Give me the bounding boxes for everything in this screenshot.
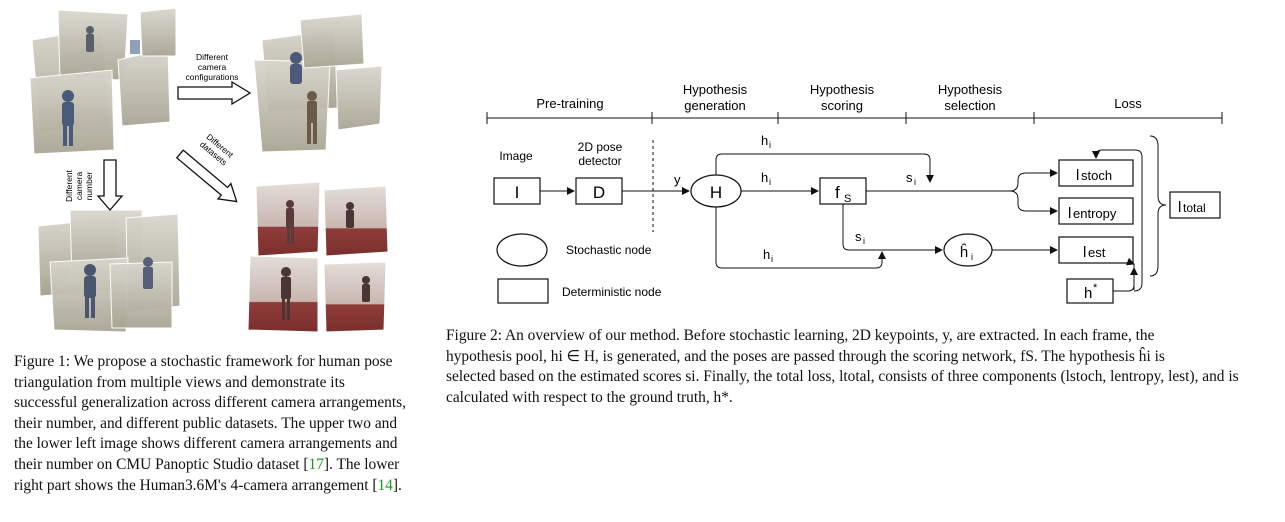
arrow-datasets: Different datasets (175, 132, 238, 203)
node-selected-hypothesis-label: ĥ (960, 243, 968, 261)
stage-pretraining: Pre-training (536, 96, 603, 111)
arrow-number: Different camera number (64, 159, 124, 211)
node-scoring-network-label: f (835, 183, 840, 202)
edge-label-hi-bottom-sub: i (771, 254, 773, 264)
node-loss-total-sub: total (1183, 201, 1206, 215)
edge-label-hi-mid: h (761, 170, 768, 185)
figure-1-caption-text-3: ]. (392, 476, 402, 494)
node-loss-entropy-sub: entropy (1073, 206, 1117, 221)
figure-2-caption: Figure 2: An overview of our method. Bef… (446, 326, 1276, 408)
edge-label-si-top-sub: i (914, 177, 916, 187)
node-ground-truth-sup: * (1093, 282, 1098, 294)
detector-label-2: detector (578, 154, 621, 168)
arrow-label-configurations-2: camera (198, 62, 227, 72)
legend-stochastic-label: Stochastic node (566, 243, 652, 257)
node-image-label: I (515, 183, 520, 202)
edge-label-hi-top: h (761, 133, 768, 148)
node-loss-stoch-sub: stoch (1081, 168, 1112, 183)
figure-1-caption-text-2: ]. The lower right part shows the Human3… (14, 455, 400, 494)
stage-selection-2: selection (944, 98, 995, 113)
figure-1-caption: Figure 1: We propose a stochastic framew… (14, 352, 410, 496)
node-loss-entropy-label: l (1068, 205, 1071, 222)
arrow-configurations: Different camera configurations (177, 52, 252, 106)
node-scoring-network-sub: S (844, 193, 851, 205)
node-loss-stoch (1058, 159, 1134, 187)
panoptic-views-bottom-left (37, 209, 181, 333)
figure-2: Pre-training Hypothesis generation Hypot… (440, 0, 1285, 522)
stage-scoring-2: scoring (821, 98, 863, 113)
edge-label-si-bottom: s (855, 229, 862, 244)
node-loss-entropy (1058, 197, 1134, 225)
figure-2-caption-line-4: calculated with respect to the ground tr… (446, 388, 733, 406)
arrow-label-number-2: camera (74, 172, 84, 201)
arrow-label-number-3: number (84, 171, 94, 200)
node-hypothesis-pool-label: H (710, 183, 722, 202)
figure-1-caption-text: Figure 1: We propose a stochastic framew… (14, 353, 406, 473)
image-label: Image (499, 149, 533, 163)
node-image (493, 177, 541, 205)
panoptic-views-top-right (253, 13, 383, 153)
edge-label-si-top: s (906, 170, 913, 185)
node-loss-est (1058, 236, 1134, 264)
figure-2-caption-line-2: hypothesis pool, hi ∈ H, is generated, a… (446, 347, 1165, 365)
detector-label-1: 2D pose (578, 140, 623, 154)
node-detector-label: D (593, 183, 605, 202)
arrow-label-configurations-1: Different (196, 52, 229, 62)
stage-timeline (486, 112, 1223, 124)
stage-scoring-1: Hypothesis (810, 82, 875, 97)
stage-generation-1: Hypothesis (683, 82, 748, 97)
node-loss-est-label: l (1083, 244, 1086, 261)
edge-label-y: y (674, 172, 681, 187)
human36m-views (247, 181, 389, 333)
edge-label-hi-top-sub: i (769, 140, 771, 150)
arrow-label-configurations-3: configurations (186, 72, 239, 82)
citation-14[interactable]: 14 (377, 476, 393, 494)
legend-deterministic-symbol (497, 278, 549, 304)
figure-1: Different camera configurations Differen… (0, 0, 420, 522)
citation-17[interactable]: 17 (308, 455, 324, 473)
method-overview-diagram: Pre-training Hypothesis generation Hypot… (486, 82, 1223, 304)
figure-2-caption-line-3: selected based on the estimated scores s… (446, 368, 1239, 386)
stage-selection-1: Hypothesis (938, 82, 1003, 97)
edge-label-hi-mid-sub: i (769, 177, 771, 187)
arrow-label-number-1: Different (64, 169, 74, 202)
edge-label-hi-bottom: h (763, 247, 770, 262)
node-loss-total-label: l (1178, 199, 1181, 216)
legend-deterministic-label: Deterministic node (562, 285, 662, 299)
node-selected-hypothesis-sub: i (971, 252, 973, 262)
panoptic-views-top-left (29, 7, 177, 155)
node-ground-truth-label: h (1084, 285, 1092, 302)
stage-loss: Loss (1114, 96, 1142, 111)
legend-stochastic-symbol (496, 233, 548, 267)
node-scoring-network (819, 177, 867, 205)
stage-generation-2: generation (684, 98, 745, 113)
figure-1-illustration: Different camera configurations Differen… (29, 7, 389, 333)
diagram-edges (540, 135, 1167, 292)
edge-label-si-bottom-sub: i (863, 236, 865, 246)
node-loss-stoch-label: l (1076, 167, 1079, 184)
figure-2-caption-line-1: Figure 2: An overview of our method. Bef… (446, 327, 1155, 344)
node-loss-est-sub: est (1088, 245, 1106, 260)
node-loss-total (1169, 191, 1221, 219)
